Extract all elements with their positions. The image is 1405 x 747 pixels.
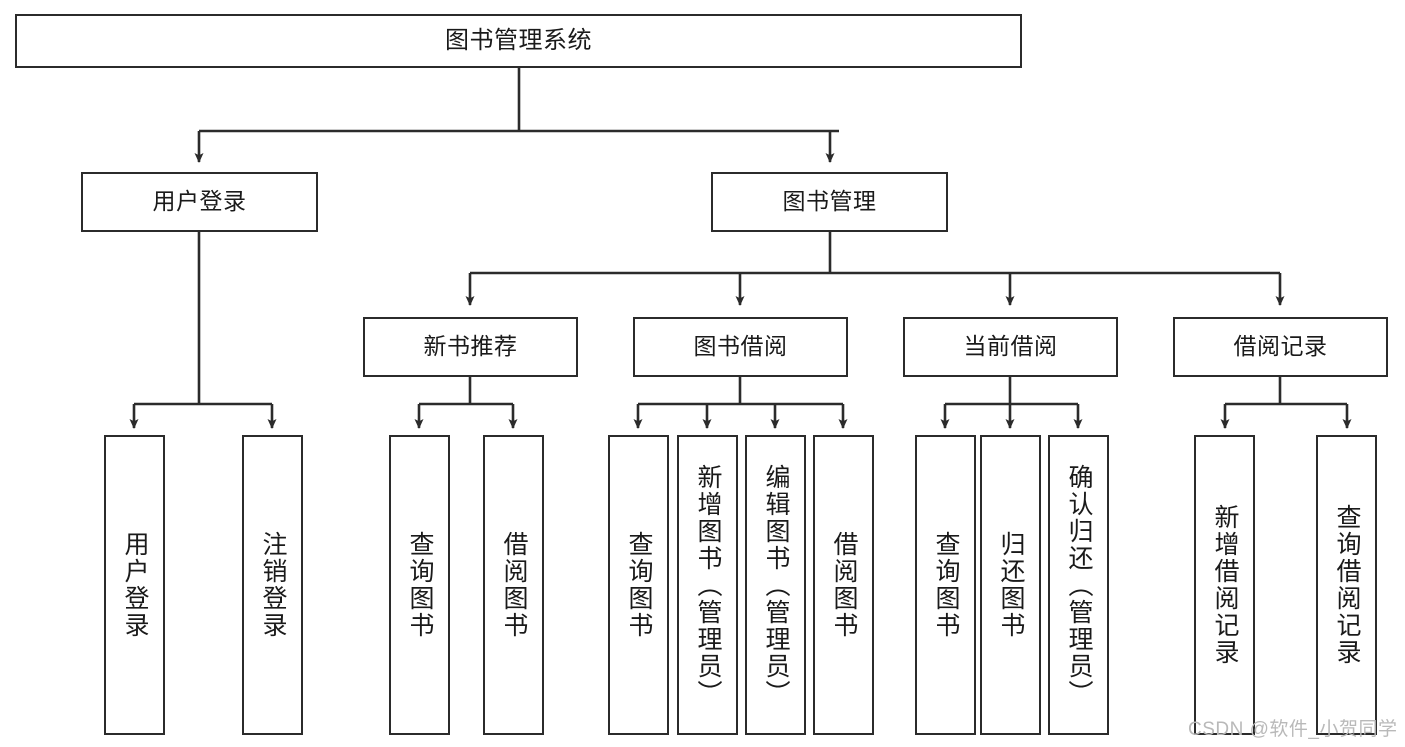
node-leaf-borrow-book-1[interactable]: 借阅图书 [483,435,544,735]
node-label: 图书管理 [782,188,877,215]
node-leaf-query-book-2[interactable]: 查询图书 [608,435,669,735]
node-label: 归还图书 [997,531,1025,639]
node-label: 借阅图书 [500,531,528,639]
node-label: 用户登录 [121,531,149,639]
node-label: 借阅图书 [830,531,858,639]
node-label: 新增借阅记录 [1211,504,1239,666]
node-new-book-rec[interactable]: 新书推荐 [363,317,578,377]
node-label: 查询借阅记录 [1333,504,1361,666]
node-label: 查询图书 [406,531,434,639]
node-label: 用户登录 [152,188,247,215]
node-label: 编辑图书（管理员） [762,463,790,707]
node-root-system[interactable]: 图书管理系统 [15,14,1022,68]
node-leaf-add-record[interactable]: 新增借阅记录 [1194,435,1255,735]
node-label: 注销登录 [259,531,287,639]
node-label: 新增图书（管理员） [694,463,722,707]
node-label: 确认归还（管理员） [1065,463,1093,707]
node-label: 查询图书 [625,531,653,639]
node-leaf-confirm-return[interactable]: 确认归还（管理员） [1048,435,1109,735]
node-leaf-return-book[interactable]: 归还图书 [980,435,1041,735]
node-label: 新书推荐 [423,333,518,360]
node-current-borrow[interactable]: 当前借阅 [903,317,1118,377]
node-label: 查询图书 [932,531,960,639]
node-leaf-user-logout[interactable]: 注销登录 [242,435,303,735]
node-leaf-user-login[interactable]: 用户登录 [104,435,165,735]
node-leaf-borrow-book-2[interactable]: 借阅图书 [813,435,874,735]
node-book-manage[interactable]: 图书管理 [711,172,948,232]
node-label: 当前借阅 [963,333,1058,360]
node-leaf-query-book-3[interactable]: 查询图书 [915,435,976,735]
node-label: 图书管理系统 [445,26,592,54]
csdn-watermark: CSDN @软件_小贺同学 [1188,719,1398,740]
node-leaf-query-book-1[interactable]: 查询图书 [389,435,450,735]
node-leaf-query-record[interactable]: 查询借阅记录 [1316,435,1377,735]
node-leaf-add-book[interactable]: 新增图书（管理员） [677,435,738,735]
node-label: 借阅记录 [1233,333,1328,360]
node-label: 图书借阅 [693,333,788,360]
node-leaf-edit-book[interactable]: 编辑图书（管理员） [745,435,806,735]
node-borrow-record[interactable]: 借阅记录 [1173,317,1388,377]
node-user-login[interactable]: 用户登录 [81,172,318,232]
node-book-borrow[interactable]: 图书借阅 [633,317,848,377]
